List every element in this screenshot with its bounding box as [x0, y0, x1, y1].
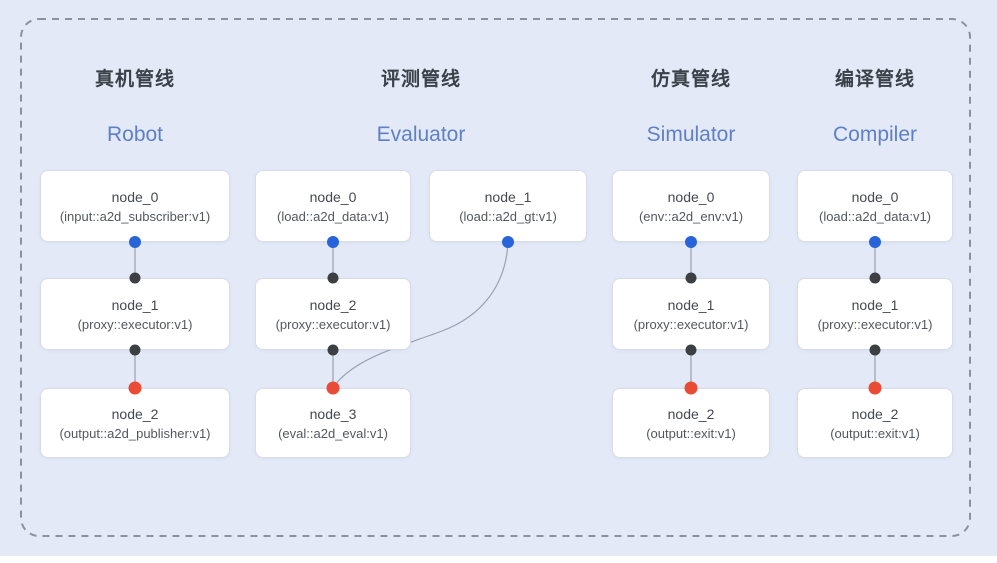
- port-dot-black: [129, 272, 141, 284]
- port-dot-black: [327, 344, 339, 356]
- node-box: node_2(proxy::executor:v1): [255, 278, 411, 350]
- node-name: node_1: [111, 296, 159, 313]
- node-name: node_1: [667, 296, 715, 313]
- node-name: node_2: [667, 405, 715, 422]
- pipeline-title-zh: 真机管线: [94, 69, 176, 90]
- node-type: (load::a2d_gt:v1): [459, 208, 557, 224]
- dashed-frame: [20, 18, 971, 537]
- node-box: node_2(output::exit:v1): [797, 388, 953, 458]
- port-dot-black: [129, 344, 141, 356]
- edge-curve: [333, 241, 509, 387]
- node-box: node_1(load::a2d_gt:v1): [429, 170, 587, 242]
- node-name: node_1: [484, 188, 532, 205]
- port-dot-red: [128, 381, 142, 395]
- node-type: (load::a2d_data:v1): [818, 208, 932, 224]
- node-type: (eval::a2d_eval:v1): [278, 425, 388, 441]
- pipeline-title-en: Simulator: [646, 123, 736, 146]
- node-name: node_1: [851, 296, 899, 313]
- node-type: (output::a2d_publisher:v1): [59, 425, 211, 441]
- node-name: node_2: [309, 296, 357, 313]
- port-dot-red: [684, 381, 698, 395]
- node-type: (proxy::executor:v1): [275, 316, 391, 332]
- port-dot-blue: [685, 236, 697, 248]
- node-name: node_2: [851, 405, 899, 422]
- node-box: node_0(load::a2d_data:v1): [255, 170, 411, 242]
- node-type: (output::exit:v1): [646, 425, 736, 441]
- node-type: (env::a2d_env:v1): [638, 208, 744, 224]
- node-box: node_2(output::exit:v1): [612, 388, 770, 458]
- pipeline-title-zh: 仿真管线: [650, 69, 732, 90]
- port-dot-black: [869, 272, 881, 284]
- node-name: node_0: [309, 188, 357, 205]
- pipeline-title-en: Compiler: [832, 123, 918, 146]
- node-name: node_2: [111, 405, 159, 422]
- node-box: node_1(proxy::executor:v1): [797, 278, 953, 350]
- node-name: node_0: [851, 188, 899, 205]
- node-name: node_0: [667, 188, 715, 205]
- node-name: node_0: [111, 188, 159, 205]
- port-dot-black: [327, 272, 339, 284]
- node-box: node_3(eval::a2d_eval:v1): [255, 388, 411, 458]
- pipeline-title-en: Evaluator: [376, 123, 466, 146]
- port-dot-black: [685, 344, 697, 356]
- node-name: node_3: [309, 405, 357, 422]
- bottom-page-strip: [0, 556, 997, 563]
- pipeline-title-zh: 编译管线: [834, 69, 916, 90]
- pipeline-title-zh: 评测管线: [380, 69, 462, 90]
- node-box: node_0(input::a2d_subscriber:v1): [40, 170, 230, 242]
- port-dot-black: [869, 344, 881, 356]
- node-box: node_0(env::a2d_env:v1): [612, 170, 770, 242]
- port-dot-blue: [869, 236, 881, 248]
- port-dot-blue: [502, 236, 514, 248]
- port-dot-blue: [327, 236, 339, 248]
- port-dot-blue: [129, 236, 141, 248]
- pipeline-title-en: Robot: [106, 123, 164, 146]
- node-type: (proxy::executor:v1): [817, 316, 933, 332]
- node-type: (proxy::executor:v1): [77, 316, 193, 332]
- port-dot-black: [685, 272, 697, 284]
- node-type: (proxy::executor:v1): [633, 316, 749, 332]
- port-dot-red: [868, 381, 882, 395]
- port-dot-red: [326, 381, 340, 395]
- node-box: node_2(output::a2d_publisher:v1): [40, 388, 230, 458]
- node-type: (input::a2d_subscriber:v1): [59, 208, 211, 224]
- node-type: (output::exit:v1): [830, 425, 920, 441]
- node-box: node_1(proxy::executor:v1): [40, 278, 230, 350]
- node-box: node_0(load::a2d_data:v1): [797, 170, 953, 242]
- node-box: node_1(proxy::executor:v1): [612, 278, 770, 350]
- node-type: (load::a2d_data:v1): [276, 208, 390, 224]
